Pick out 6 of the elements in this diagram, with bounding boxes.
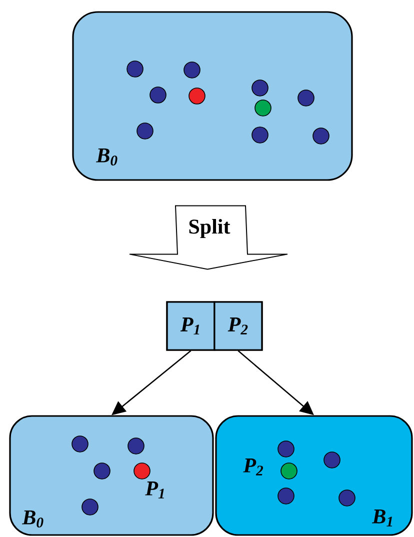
box: P$_{1}$ B$_{0}$ <box>9 415 214 536</box>
box: P$_{1}$ <box>166 301 216 351</box>
box: P$_{2}$ <box>214 301 263 351</box>
box: B$_{0}$ <box>72 11 353 181</box>
box: P$_{2}$ B$_{1}$ <box>215 415 413 536</box>
edge-label: Split <box>187 218 232 240</box>
